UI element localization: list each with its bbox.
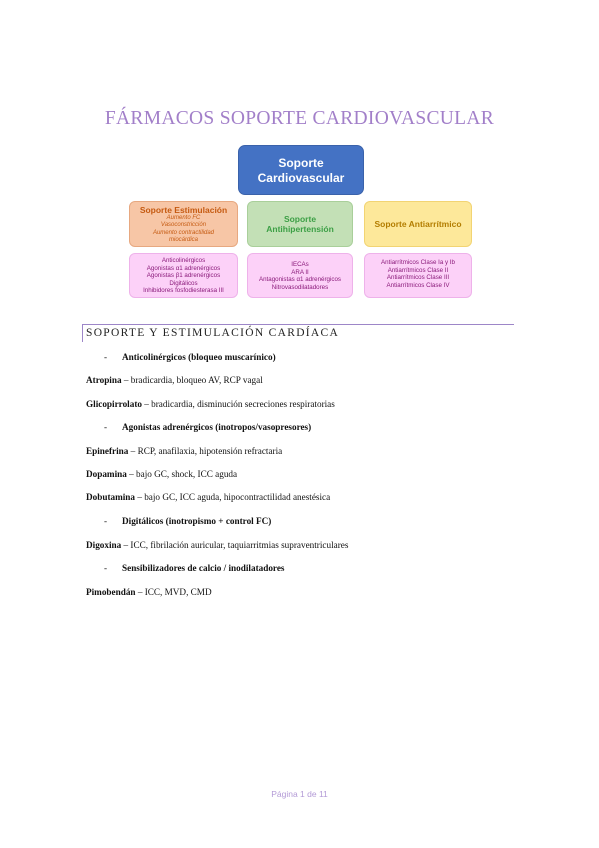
stimulation-item: Aumento contractilidad [152,229,215,236]
bullet-item: - Digitálicos (inotropismo + control FC) [104,516,271,526]
stimulation-item: Vasoconstricción [160,222,207,229]
drug-class: Antiarrítmicos Clase III [386,274,450,281]
stimulation-item: miocárdica [168,237,198,244]
antihypertension-drugs-box: IECAs ARA II Antagonistas α1 adrenérgico… [247,253,353,298]
drug-name: Dopamina [86,469,127,479]
drug-class: Antiarrítmicos Clase IV [386,281,450,289]
root-line2: Cardiovascular [257,171,345,185]
bullet-dash: - [104,352,108,362]
antihypertension-title-line1: Soporte [283,214,317,224]
drug-line: Glicopirrolato – bradicardia, disminució… [86,399,335,409]
bullet-item: - Agonistas adrenérgicos (inotropos/vasop… [104,422,311,432]
drug-desc: – RCP, anafilaxia, hipotensión refractar… [128,446,283,456]
drug-name: Dobutamina [86,492,136,502]
bullet-text: Anticolinérgicos (bloqueo muscarínico) [122,352,276,362]
drug-class: Anticolinérgicos [161,257,206,264]
bullet-text: Agonistas adrenérgicos (inotropos/vasopr… [122,422,312,432]
drug-class: IECAs [291,261,309,268]
drug-name: Digoxina [86,540,122,550]
stimulation-item: Aumento FC [166,215,201,221]
drug-desc: – bajo GC, ICC aguda, hipocontractilidad… [135,492,331,502]
page-title: FÁRMACOS SOPORTE CARDIOVASCULAR [104,108,495,129]
bullet-item: - Sensibilizadores de calcio / inodilatad… [104,563,285,573]
drug-class: Agonistas β1 adrenérgicos [146,272,221,279]
drug-name: Glicopirrolato [86,399,142,409]
drug-desc: – bajo GC, shock, ICC aguda [126,469,238,479]
root-line1: Soporte [278,156,324,170]
antihypertension-title-line2: Antihipertensión [266,224,334,234]
drug-line: Dobutamina – bajo GC, ICC aguda, hipocon… [86,492,330,502]
drug-line: Atropina – bradicardia, bloqueo AV, RCP … [86,375,263,385]
drug-class: ARA II [291,268,309,276]
bullet-dash: - [104,422,108,432]
diagram-antiarrhythmic-node: Soporte Antiarrítmico [364,201,472,247]
section-rule-top [82,324,514,325]
drug-class: Antiarrítmicos Clase II [387,266,449,274]
bullet-dash: - [104,516,108,526]
drug-line: Epinefrina – RCP, anafilaxia, hipotensió… [86,446,282,456]
diagram-stimulation-node: Soporte Estimulación Aumento FC Vasocons… [129,201,238,247]
bullet-dash: - [104,563,108,573]
drug-name: Pimobendán [86,587,136,597]
drug-name: Epinefrina [86,446,129,456]
drug-line: Digoxina – ICC, fibrilación auricular, t… [86,540,348,550]
page-footer: Página 1 de 11 [271,789,328,799]
section-rule-left [82,324,83,342]
drug-class: Antiarrítmicos Clase Ia y Ib [381,259,455,266]
bullet-text: Sensibilizadores de calcio / inodilatado… [122,563,285,573]
drug-desc: – ICC, MVD, CMD [135,587,212,597]
bullet-text: Digitálicos (inotropismo + control FC) [122,516,272,526]
diagram-root-node: Soporte Cardiovascular [238,145,364,195]
antiarrhythmic-title: Soporte Antiarrítmico [374,219,462,229]
drug-class: Agonistas α1 adrenérgicos [146,264,221,272]
stimulation-title: Soporte Estimulación [139,205,228,215]
drug-desc: – bradicardia, disminución secreciones r… [141,399,335,409]
diagram-antihypertension-node: Soporte Antihipertensión [247,201,353,247]
bullet-item: - Anticolinérgicos (bloqueo muscarínico) [104,352,276,362]
antiarrhythmic-drugs-box: Antiarrítmicos Clase Ia y Ib Antiarrítmi… [364,253,472,298]
section-heading: SOPORTE Y ESTIMULACIÓN CARDÍACA [86,327,340,339]
stimulation-drugs-box: Anticolinérgicos Agonistas α1 adrenérgic… [129,253,238,298]
drug-name: Atropina [86,375,122,385]
drug-desc: – ICC, fibrilación auricular, taquiarrit… [121,540,349,550]
drug-class: Digitálicos [169,279,198,287]
drug-line: Pimobendán – ICC, MVD, CMD [86,587,212,597]
drug-class: Nitrovasodilatadores [271,283,329,291]
drug-class: Inhibidores fosfodiesterasa III [143,287,224,294]
drug-desc: – bradicardia, bloqueo AV, RCP vagal [121,375,263,385]
drug-class: Antagonistas α1 adrenérgicos [258,276,341,283]
drug-line: Dopamina – bajo GC, shock, ICC aguda [86,469,237,479]
